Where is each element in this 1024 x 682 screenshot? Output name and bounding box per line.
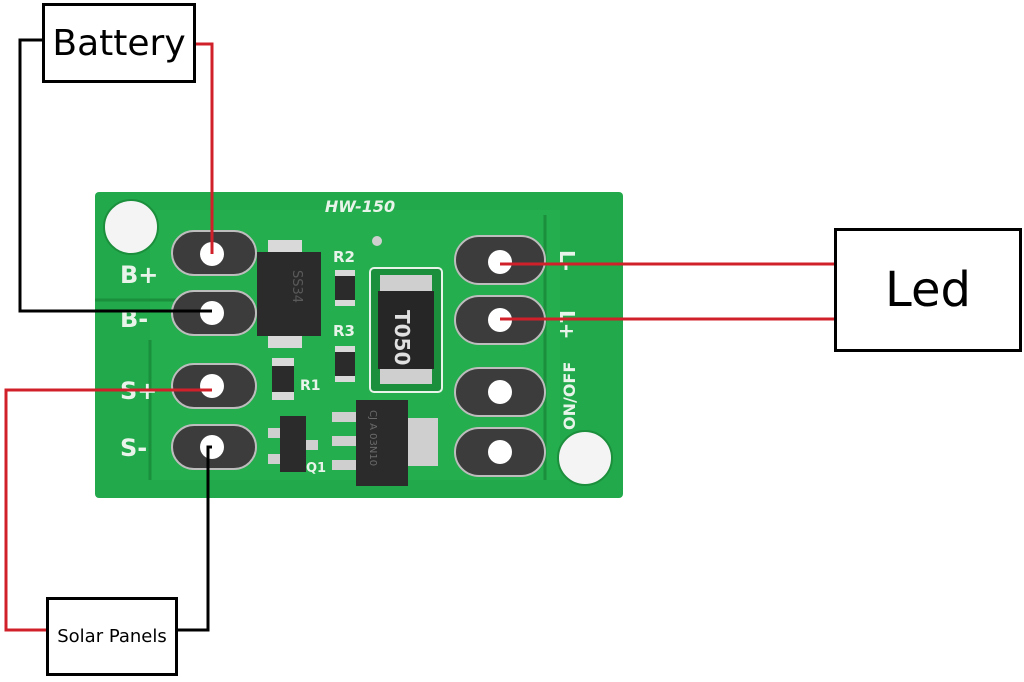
pad-s-plus — [171, 363, 257, 409]
label-r1: R1 — [300, 378, 321, 394]
pin-label-b-minus: B- — [120, 305, 148, 333]
ic-regulator: CJ A 03N10 — [332, 400, 438, 486]
pin-label-l-plus: L+ — [555, 310, 579, 340]
pad-s-minus — [171, 424, 257, 470]
mounting-hole-top-left — [103, 199, 159, 255]
pin-label-l-minus: L- — [555, 250, 579, 271]
pin-label-b-plus: B+ — [120, 261, 158, 289]
transistor-q1 — [268, 416, 318, 472]
wire-battery-positive — [196, 42, 214, 254]
pin-label-s-minus: S- — [120, 434, 147, 462]
svg-text:CJ A 03N10: CJ A 03N10 — [367, 410, 378, 466]
resistor-r1 — [272, 358, 294, 400]
wire-solar-positive — [4, 388, 212, 632]
pad-switch-1 — [454, 367, 546, 417]
pad-b-plus — [171, 230, 257, 276]
battery-label: Battery — [52, 22, 186, 64]
wire-battery-negative — [18, 38, 212, 313]
via — [372, 236, 382, 246]
diode-ss34: SS34 — [257, 240, 321, 348]
inductor-t050: T050 — [369, 267, 443, 393]
svg-text:SS34: SS34 — [289, 270, 304, 303]
svg-text:T050: T050 — [390, 310, 414, 365]
pad-switch-2 — [454, 427, 546, 477]
solar-panels-box: Solar Panels — [46, 597, 178, 676]
pad-l-minus — [454, 235, 546, 285]
board-model-label: HW-150 — [325, 197, 395, 216]
label-r2: R2 — [333, 248, 355, 266]
resistor-r3 — [335, 346, 355, 382]
led-label: Led — [885, 262, 971, 318]
mounting-hole-bottom-right — [557, 430, 613, 486]
resistor-r2 — [335, 270, 355, 306]
wire-solar-negative — [178, 445, 212, 632]
label-q1: Q1 — [306, 461, 326, 476]
solar-panels-label: Solar Panels — [57, 626, 167, 647]
led-box: Led — [834, 228, 1022, 352]
label-r3: R3 — [333, 322, 355, 340]
battery-box: Battery — [42, 3, 196, 83]
pad-b-minus — [171, 290, 257, 336]
switch-label: ON/OFF — [560, 362, 579, 430]
